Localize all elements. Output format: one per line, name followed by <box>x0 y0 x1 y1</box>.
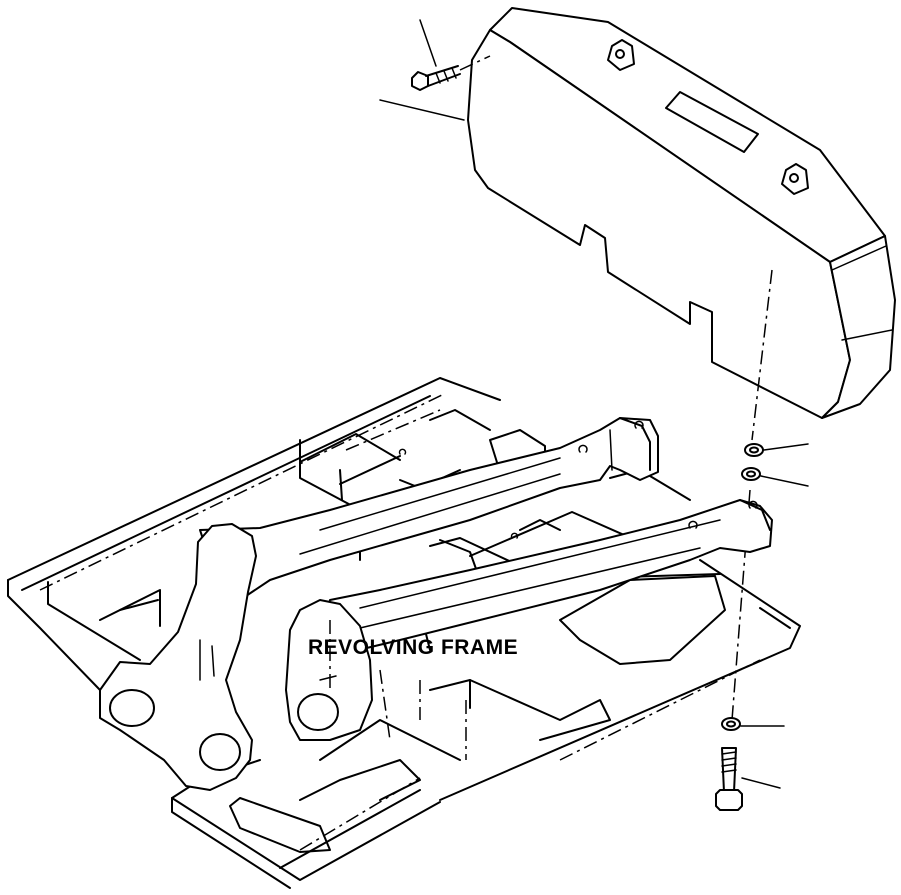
leader-line-bolt <box>419 19 437 67</box>
counterweight <box>467 7 896 419</box>
leader-line-washer-1 <box>763 443 809 451</box>
revolving-frame-label: REVOLVING FRAME <box>308 636 518 659</box>
leader-line-washer-2 <box>760 475 809 487</box>
top-bolt <box>379 19 491 121</box>
leader-line-bottom-bolt <box>741 777 781 789</box>
leader-line-counterweight <box>379 99 465 121</box>
washers <box>721 443 809 731</box>
bottom-bolt <box>715 747 781 811</box>
revolving-frame <box>7 377 801 889</box>
